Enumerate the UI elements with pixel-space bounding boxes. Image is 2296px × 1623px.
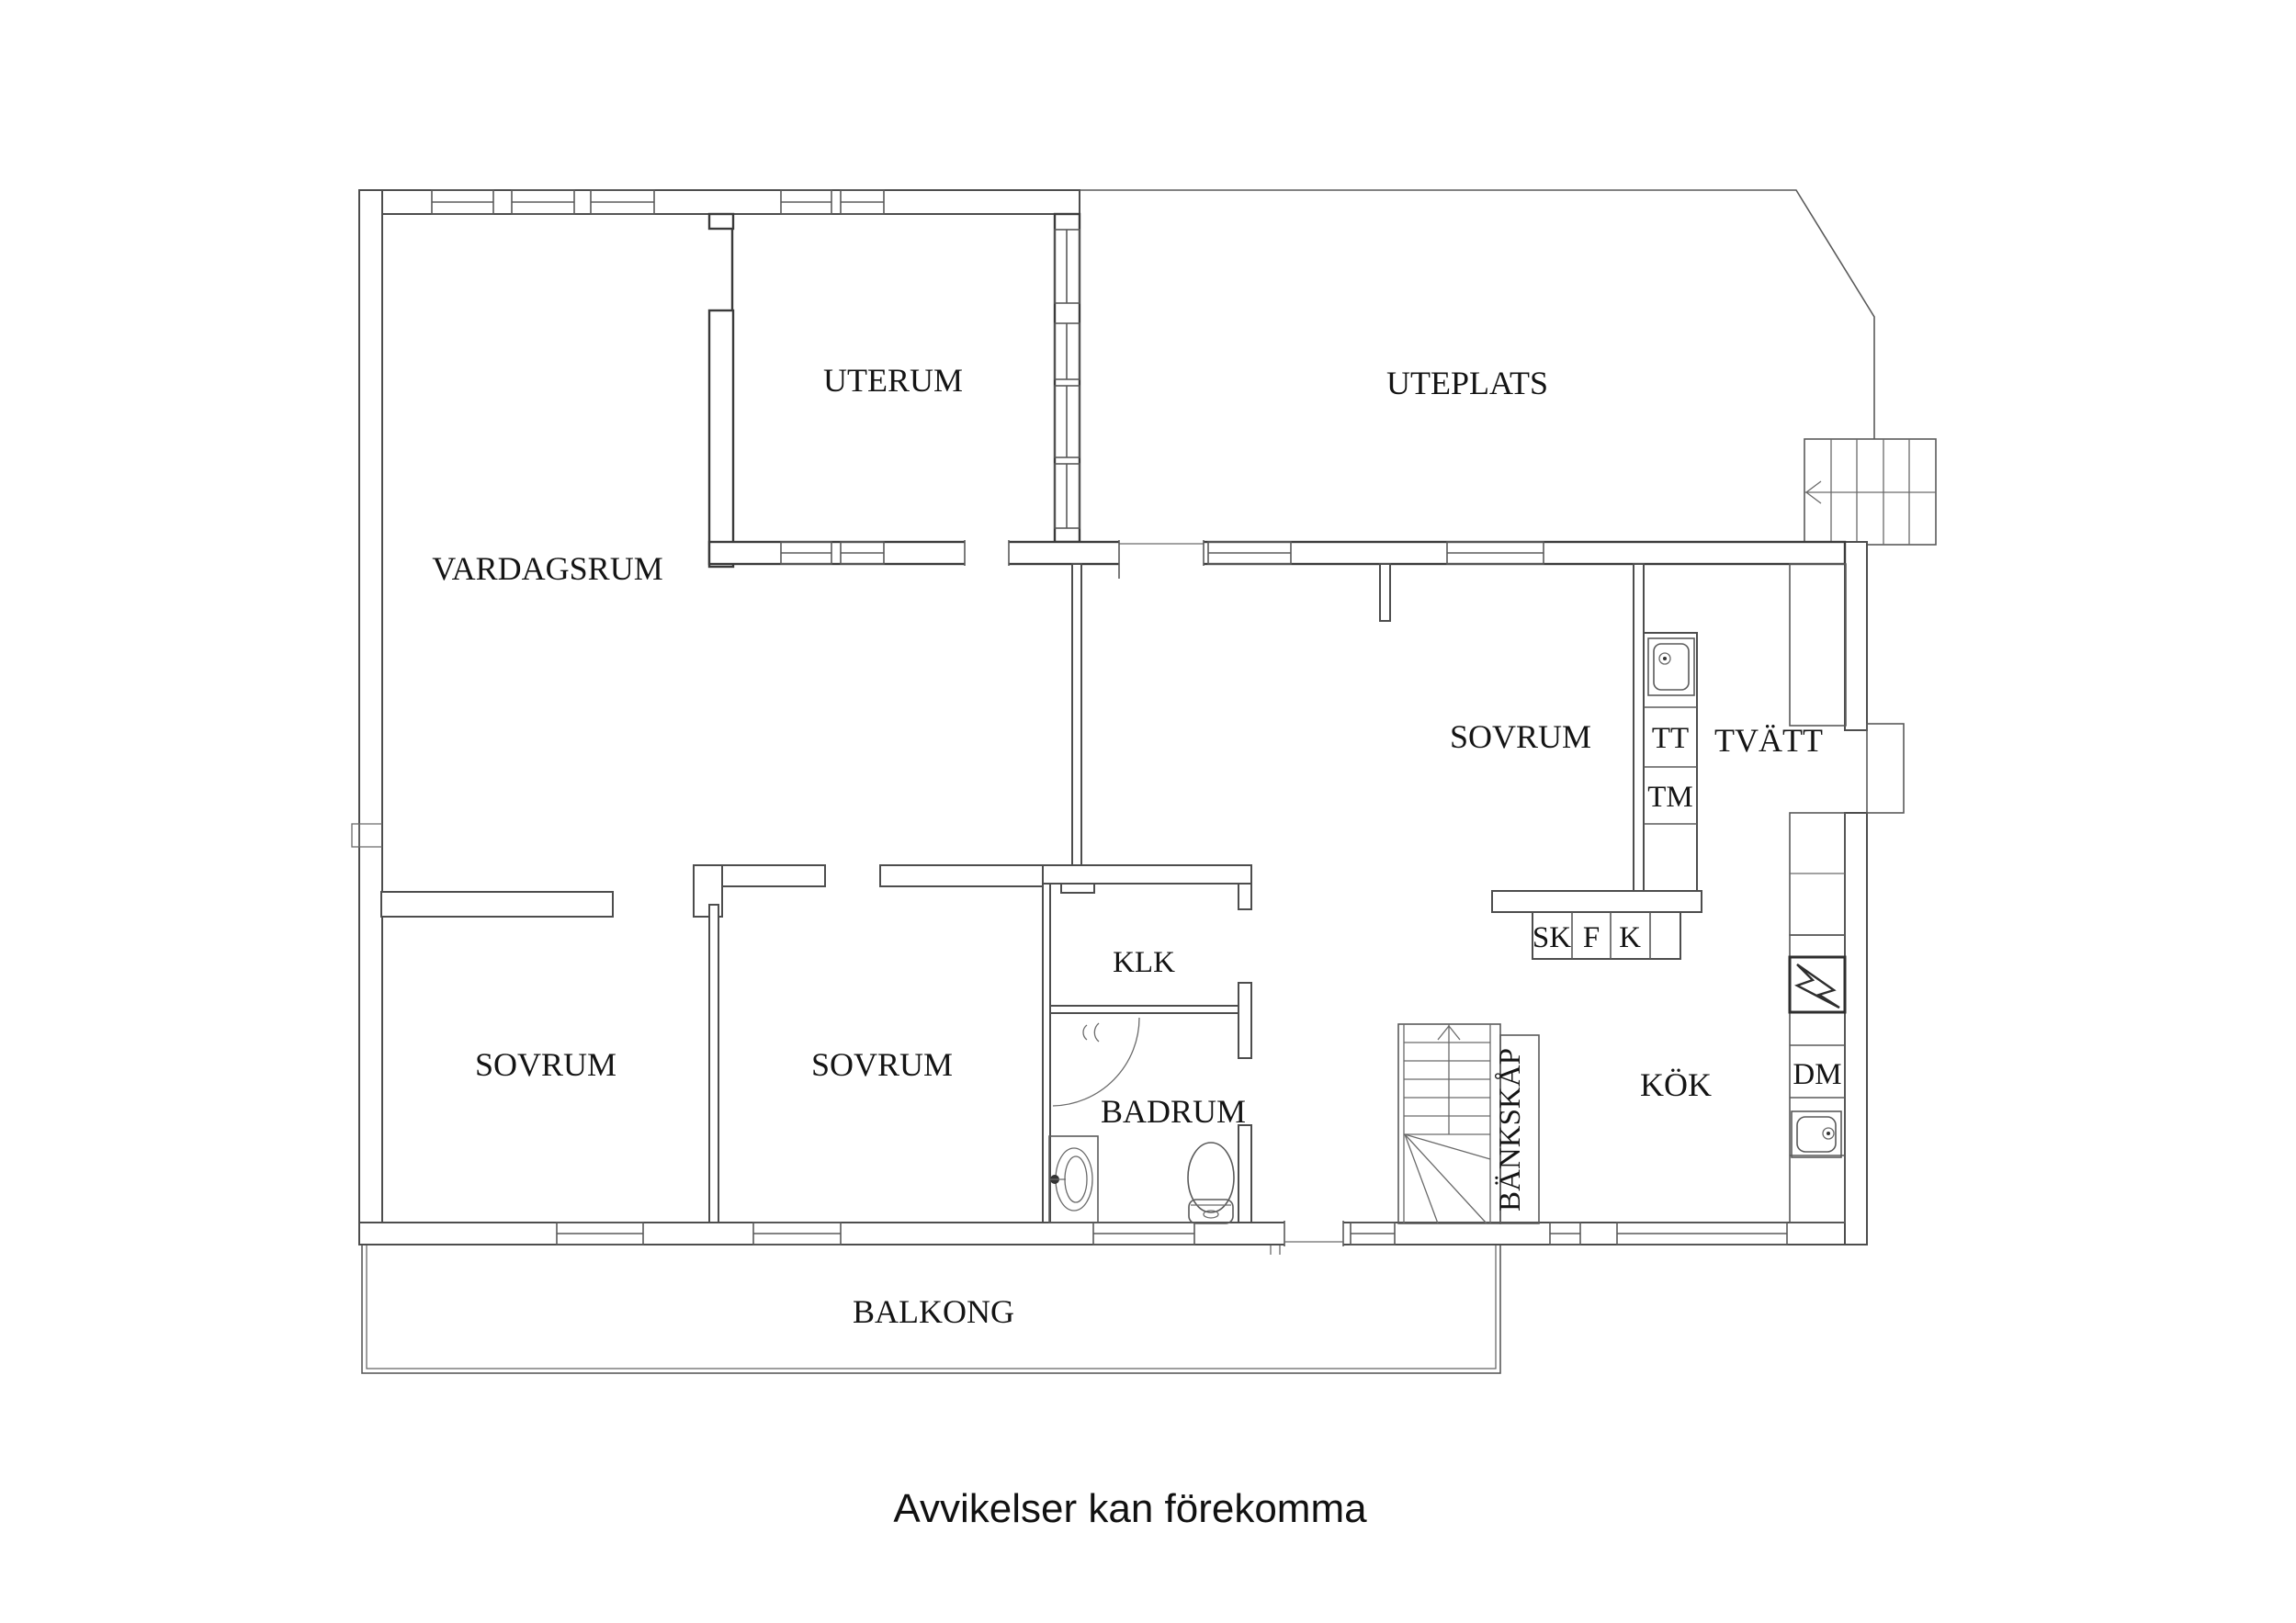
bankskap-cabinet	[1499, 1034, 1540, 1224]
room-labels: VARDAGSRUM UTERUM UTEPLATS SOVRUM TVÄTT …	[432, 362, 1823, 1330]
kitchen-sink-icon	[1791, 1110, 1842, 1158]
uteplats-boundary	[1080, 189, 1937, 546]
label-tt: TT	[1652, 722, 1689, 755]
label-balkong: BALKONG	[853, 1293, 1014, 1330]
label-badrum: BADRUM	[1101, 1093, 1246, 1130]
label-uterum: UTERUM	[823, 362, 963, 399]
balcony-door	[1284, 1221, 1344, 1246]
uterum-walls	[707, 212, 1847, 569]
bathroom-sink-icon	[1048, 1135, 1099, 1223]
label-sovrum-ne: SOVRUM	[1450, 718, 1591, 755]
disclaimer-caption: Avvikelser kan förekomma	[893, 1486, 1367, 1531]
terrace-door	[1118, 540, 1205, 579]
label-kok: KÖK	[1640, 1066, 1712, 1103]
label-sovrum-s: SOVRUM	[811, 1046, 953, 1083]
cabinet-row	[1532, 911, 1681, 960]
label-sovrum-sw: SOVRUM	[475, 1046, 616, 1083]
north-windows	[431, 189, 885, 215]
laundry-sink-icon	[1647, 637, 1695, 696]
fridge-column	[1789, 812, 1846, 936]
uteplats-wall-openings	[1118, 540, 1544, 579]
label-f: F	[1583, 921, 1600, 954]
wall-joint-mark	[351, 823, 382, 848]
label-tm: TM	[1647, 781, 1693, 814]
label-tvatt: TVÄTT	[1714, 722, 1823, 759]
label-klk: KLK	[1113, 946, 1175, 979]
south-windows	[556, 1221, 1788, 1246]
label-dm: DM	[1793, 1058, 1841, 1091]
label-sk: SK	[1533, 921, 1571, 954]
label-bankskap: BÄNKSKÅP	[1493, 1048, 1527, 1212]
stove-icon	[1788, 955, 1847, 1014]
label-k: K	[1619, 921, 1641, 954]
label-vardagsrum: VARDAGSRUM	[432, 550, 662, 587]
label-uteplats: UTEPLATS	[1386, 365, 1548, 401]
exterior-stairs-icon	[1804, 438, 1937, 546]
toilet-icon	[1187, 1142, 1235, 1224]
fixture-labels: TT TM SK F K DM BÄNKSKÅP	[1493, 722, 1842, 1212]
interior-stairs	[1397, 1023, 1501, 1224]
shower-icon	[1052, 1017, 1140, 1107]
